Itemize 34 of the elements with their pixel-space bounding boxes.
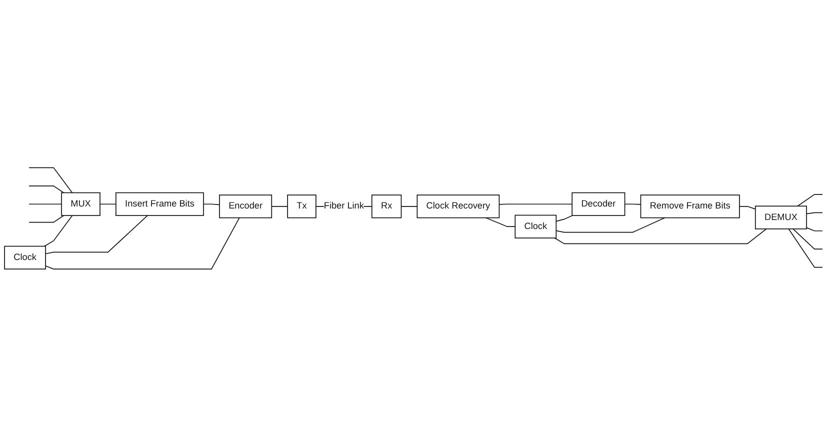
connector-line <box>45 215 148 254</box>
connector-line <box>28 204 62 205</box>
connector-line <box>556 217 666 233</box>
connector-line <box>556 215 573 222</box>
connector-line <box>44 215 73 247</box>
process-box: Remove Frame Bits <box>640 194 740 218</box>
connector-line <box>271 206 288 207</box>
connector-line <box>28 215 64 223</box>
connector-line <box>100 204 116 205</box>
process-box: Decoder <box>572 192 626 216</box>
process-box: Clock <box>514 214 557 238</box>
connector-line <box>739 206 756 210</box>
process-box: Clock Recovery <box>416 194 500 218</box>
process-box: Tx <box>287 194 316 218</box>
connector-line <box>485 217 516 228</box>
connector-line <box>806 212 823 214</box>
process-box: Clock <box>4 246 46 270</box>
connector-line <box>806 227 823 232</box>
process-box: DEMUX <box>754 206 807 230</box>
connector-line <box>624 204 642 205</box>
connector-line <box>203 204 220 206</box>
connector-line <box>788 228 823 268</box>
connector-line <box>792 228 823 250</box>
connector-line <box>45 217 240 270</box>
process-box: Encoder <box>219 194 272 218</box>
process-box: MUX <box>61 192 100 216</box>
connector-line <box>28 185 64 194</box>
connector-line <box>400 206 418 207</box>
connector-line <box>28 167 73 194</box>
connector-line <box>498 204 573 205</box>
process-box: Insert Frame Bits <box>116 192 204 216</box>
process-box: Rx <box>371 194 402 218</box>
connector-line <box>797 194 823 207</box>
connector-line <box>554 228 767 244</box>
